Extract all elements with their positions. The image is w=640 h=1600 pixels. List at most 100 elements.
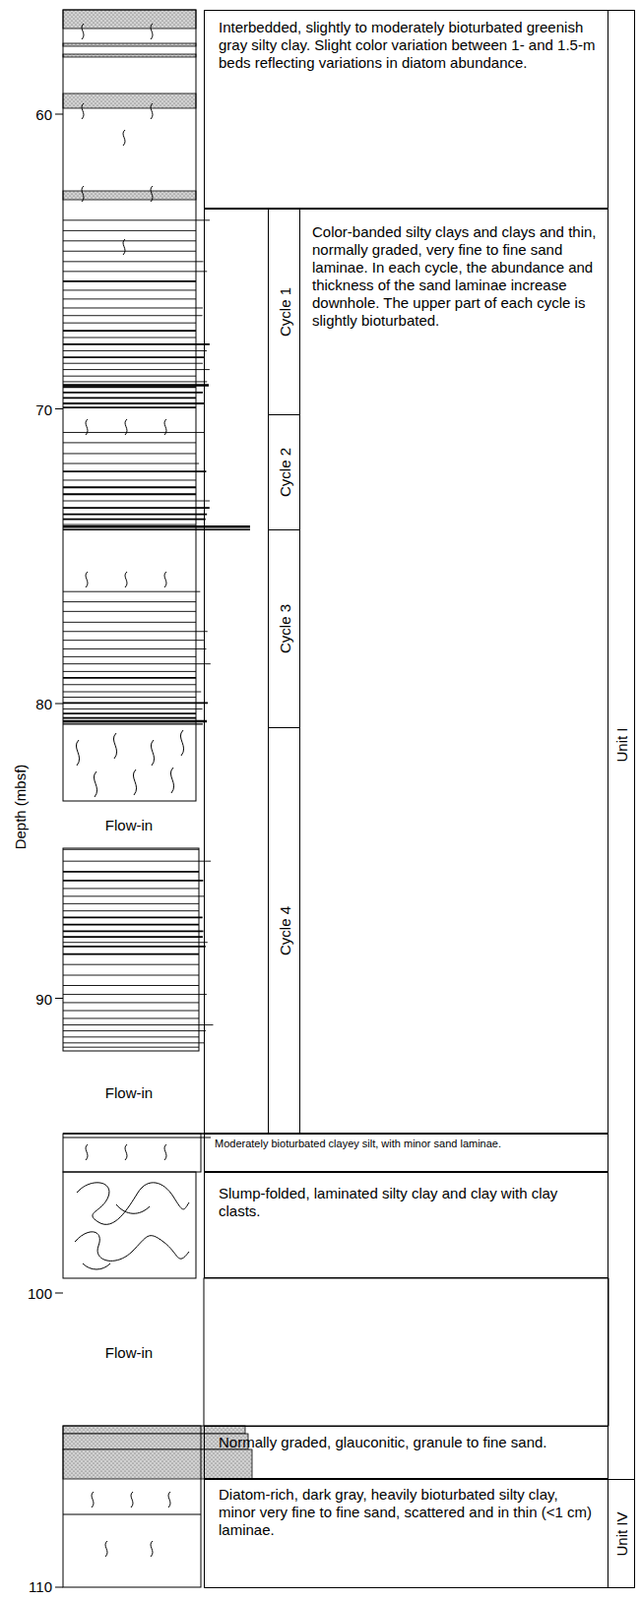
flow-in-label: Flow-in [105, 1085, 153, 1102]
burrow-mark [130, 1492, 133, 1509]
description-text: Diatom-rich, dark gray, heavily bioturba… [218, 1486, 596, 1540]
lamina [63, 910, 199, 912]
lamina [63, 964, 199, 966]
lamina [63, 663, 211, 665]
lamina [63, 849, 199, 851]
lamina [63, 381, 207, 383]
lamina [63, 298, 196, 300]
depth-tick [55, 1293, 64, 1295]
burrow-mark [164, 572, 167, 588]
sand-bed [63, 93, 196, 109]
lamina [63, 402, 204, 405]
burrow-mark [164, 1145, 167, 1161]
burrow-mark [132, 769, 136, 796]
core-boxes [63, 9, 609, 1589]
lamina [63, 1018, 199, 1020]
burrow-mark [168, 1492, 171, 1509]
lamina [63, 1133, 211, 1136]
lamina [63, 1024, 213, 1026]
core-section [63, 1134, 201, 1173]
lamina [63, 1047, 199, 1049]
lamina [63, 343, 210, 346]
lamina [63, 720, 207, 723]
depth-tick-label: 70 [35, 400, 53, 418]
laminae [63, 220, 251, 1048]
lamina [63, 1030, 206, 1032]
cycle-description-box: Color-banded silty clays and clays and t… [203, 208, 609, 1135]
cycle-band: Cycle 4 [267, 727, 301, 1136]
lamina [63, 936, 203, 939]
lamina [63, 329, 196, 332]
slump-folds [74, 1183, 190, 1271]
lamina [63, 601, 196, 603]
burrow-mark [91, 1492, 94, 1509]
flow-in-label: Flow-in [105, 1344, 153, 1362]
cycle-band: Cycle 1 [267, 208, 301, 416]
cycle-band: Cycle 3 [267, 529, 301, 729]
band-label: Unit I [613, 727, 631, 763]
lamina [63, 656, 196, 658]
lamina [63, 677, 196, 680]
burrow-mark [85, 572, 88, 588]
burrow-mark [125, 572, 128, 588]
lamina [63, 322, 196, 324]
lamina [63, 631, 208, 633]
depth-tick [55, 408, 64, 410]
lamina [63, 697, 196, 699]
burrow-mark [93, 771, 97, 798]
depth-tick [55, 114, 64, 116]
lamina [63, 391, 203, 394]
lamina [63, 307, 203, 309]
burrow-mark [105, 1541, 108, 1558]
lamina [63, 363, 203, 365]
burrow-mark [81, 103, 84, 120]
band-label: Unit IV [613, 1512, 631, 1557]
burrow-mark [85, 1145, 88, 1161]
lamina [63, 507, 210, 510]
depth-tick [55, 704, 64, 705]
lamina [63, 1137, 211, 1139]
lamina [63, 917, 203, 920]
lamina [63, 640, 204, 641]
description-text: Normally graded, glauconitic, granule to… [218, 1434, 596, 1453]
lamina [63, 369, 210, 371]
lamina [63, 289, 196, 291]
lamina [63, 270, 207, 272]
lamina [63, 470, 206, 473]
lamina [63, 406, 196, 409]
lamina [63, 240, 196, 242]
lamina [63, 442, 196, 444]
unit-band: Unit IV [607, 1479, 636, 1590]
lamina [63, 723, 203, 725]
depth-tick-label: 90 [35, 990, 53, 1008]
burrow-mark [150, 740, 154, 767]
depth-tick [55, 1588, 64, 1590]
lamina [63, 684, 196, 686]
lamina [63, 888, 199, 890]
lamina [63, 524, 196, 526]
lamina [63, 397, 196, 400]
lamina [63, 384, 209, 387]
lamina [63, 1036, 199, 1038]
lamina [63, 871, 199, 874]
lamina [63, 712, 196, 715]
lamina [63, 1011, 199, 1013]
lamina [63, 611, 196, 613]
burrow-mark [123, 129, 126, 146]
lamina [63, 432, 204, 434]
burrow-mark [150, 1541, 153, 1558]
lamina [63, 692, 201, 694]
bioturbation [75, 23, 184, 1558]
sand-bed [63, 43, 196, 47]
sand-bed [63, 54, 196, 58]
lamina [63, 591, 200, 593]
depth-tick-label: 110 [28, 1579, 53, 1597]
glauconitic-sand [63, 1426, 246, 1435]
band-label: Cycle 4 [275, 906, 293, 957]
lamina [63, 479, 196, 481]
lamina [63, 946, 206, 949]
cycle-band: Cycle 2 [267, 414, 301, 531]
lamina [63, 230, 196, 232]
